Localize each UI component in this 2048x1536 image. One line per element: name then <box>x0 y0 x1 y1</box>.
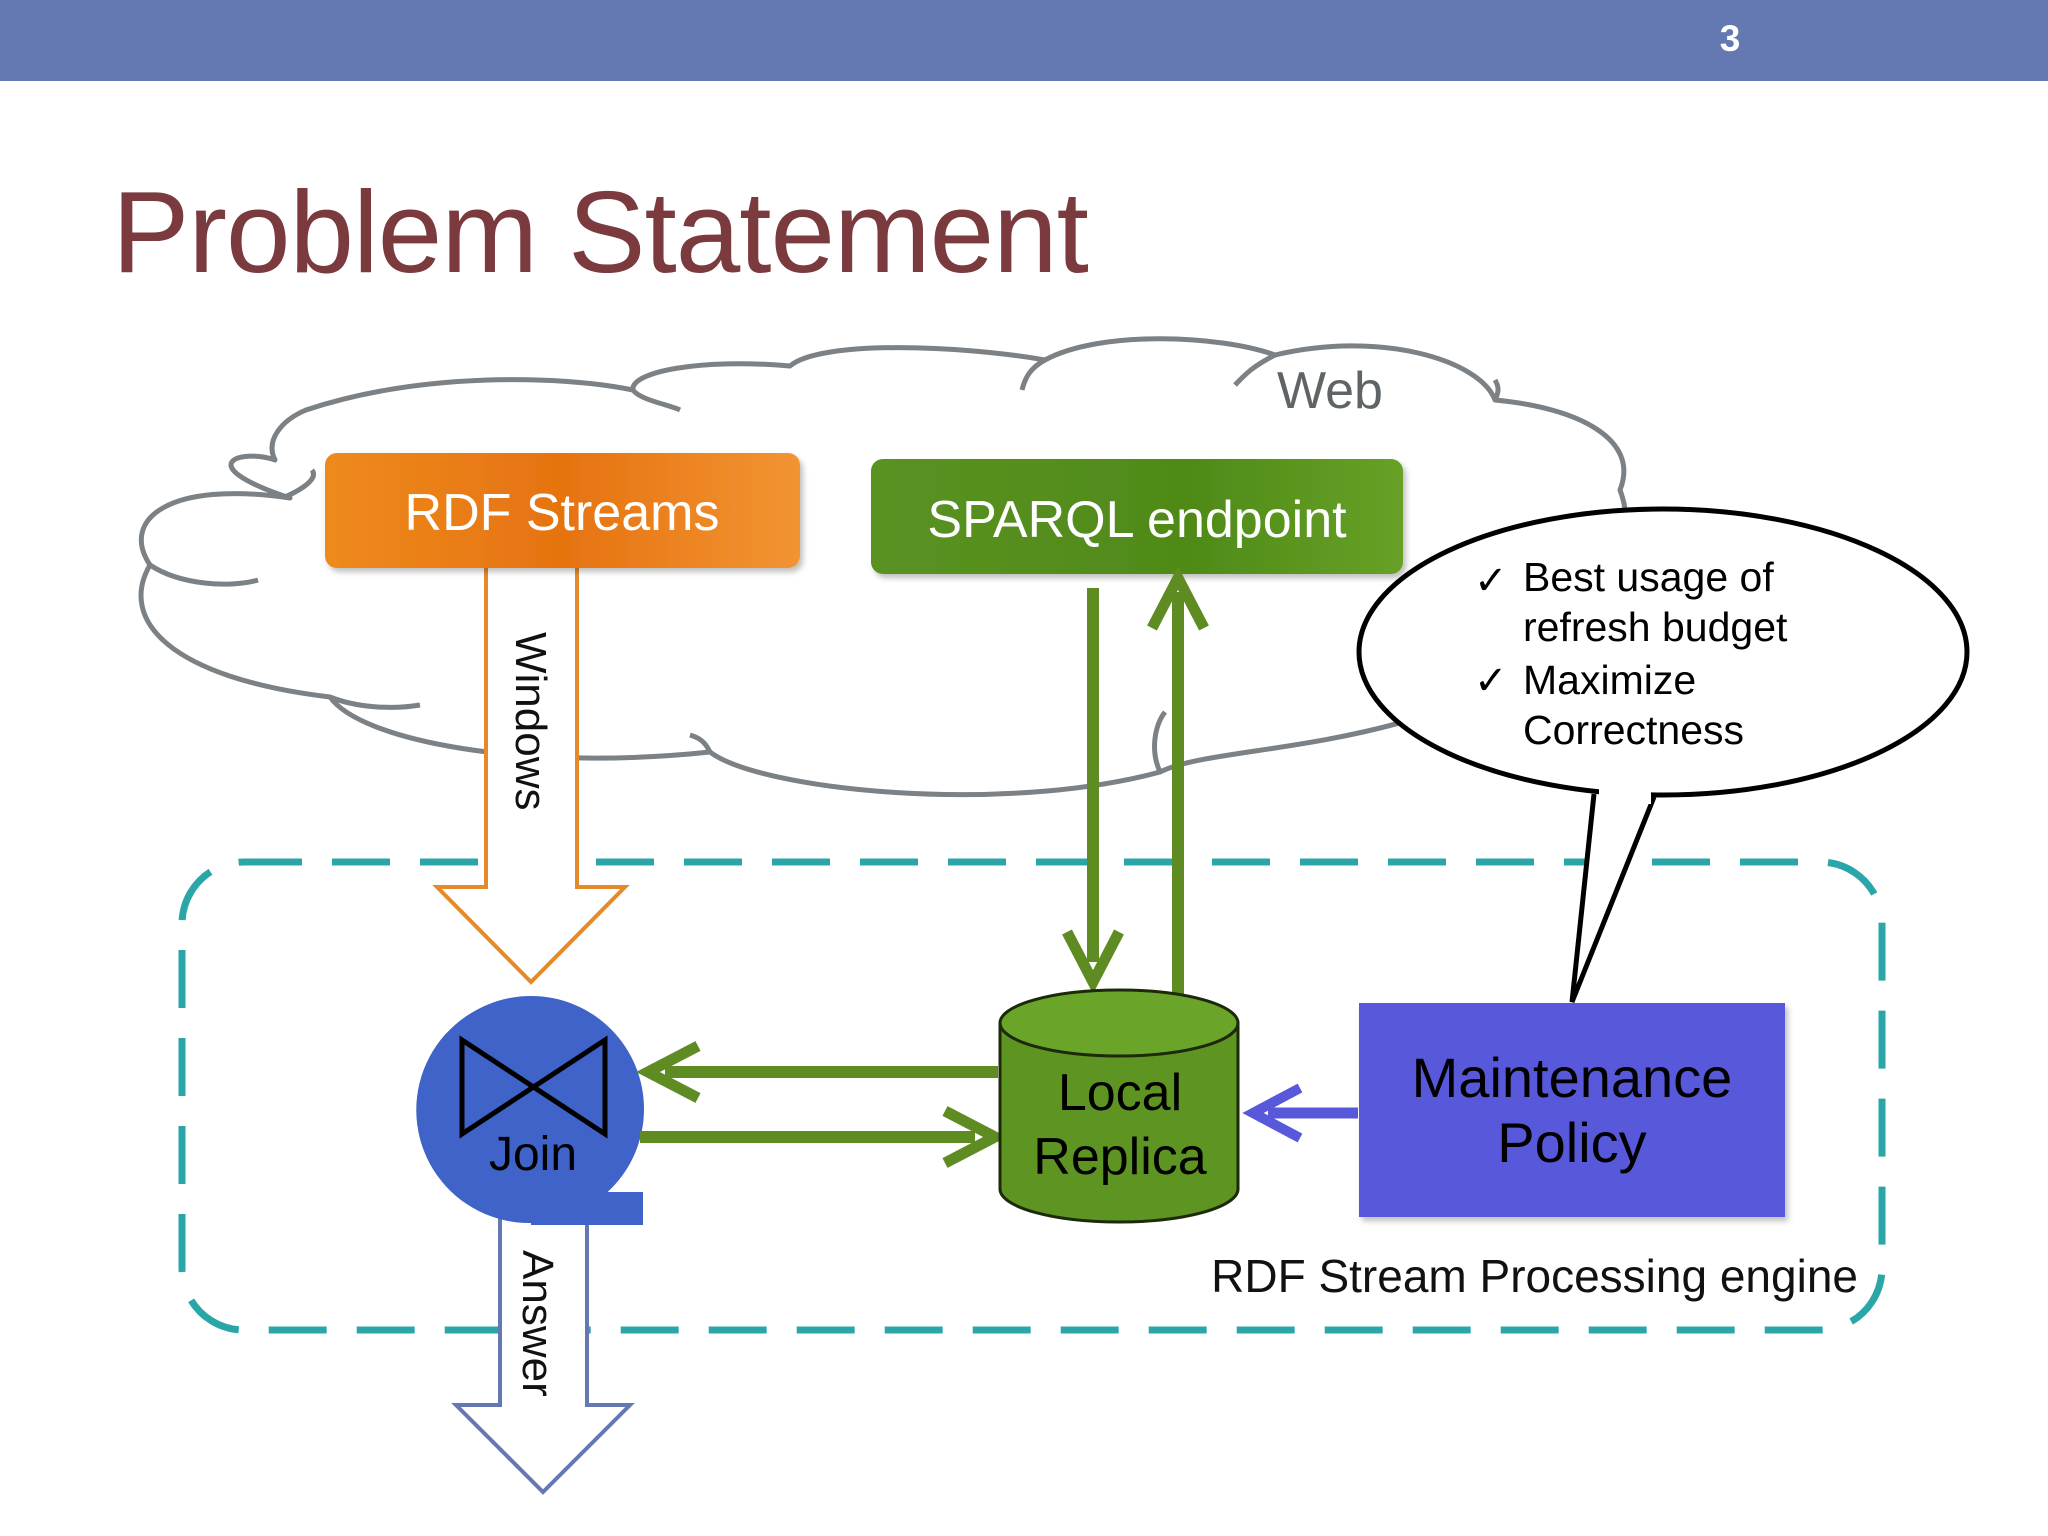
callout-line-3: Maximize <box>1523 657 1696 703</box>
callout-bubble: ✓ Best usage of refresh budget ✓ Maximiz… <box>1356 506 1970 1003</box>
maintenance-policy-box: Maintenance Policy <box>1359 1003 1785 1217</box>
check-icon-2: ✓ <box>1474 659 1508 703</box>
callout-line-4: Correctness <box>1523 707 1744 753</box>
local-replica-cylinder: Local Replica <box>998 988 1240 1224</box>
join-label: Join <box>489 1128 577 1181</box>
callout-line-1: Best usage of <box>1523 554 1774 600</box>
maintenance-policy-line-2: Policy <box>1497 1111 1646 1174</box>
answer-label: Answer <box>513 1250 562 1397</box>
bowtie-join-icon <box>459 1035 608 1139</box>
local-replica-line-2: Replica <box>1033 1128 1206 1186</box>
windows-label: Windows <box>506 632 555 811</box>
callout-line-2: refresh budget <box>1523 604 1788 650</box>
rdf-streams-box: RDF Streams <box>325 453 800 568</box>
slide-number: 3 <box>1719 18 1741 59</box>
slide-title: Problem Statement <box>112 167 1089 297</box>
sparql-endpoint-box: SPARQL endpoint <box>871 459 1403 574</box>
sparql-endpoint-label: SPARQL endpoint <box>927 491 1347 549</box>
web-label: Web <box>1277 362 1383 420</box>
top-bar: 3 <box>0 0 2048 81</box>
local-replica-line-1: Local <box>1058 1064 1182 1122</box>
check-icon-1: ✓ <box>1474 559 1508 603</box>
join-replica-arrows <box>636 1041 1007 1168</box>
rdf-streams-label: RDF Streams <box>405 484 720 542</box>
join-operator: Join <box>416 996 644 1225</box>
engine-label: RDF Stream Processing engine <box>1211 1250 1858 1302</box>
policy-replica-arrow <box>1242 1083 1358 1143</box>
answer-arrow: Answer <box>451 1208 635 1495</box>
windows-arrow: Windows <box>432 560 630 985</box>
sparql-replica-arrows <box>1062 566 1209 1000</box>
maintenance-policy-line-1: Maintenance <box>1412 1046 1733 1109</box>
